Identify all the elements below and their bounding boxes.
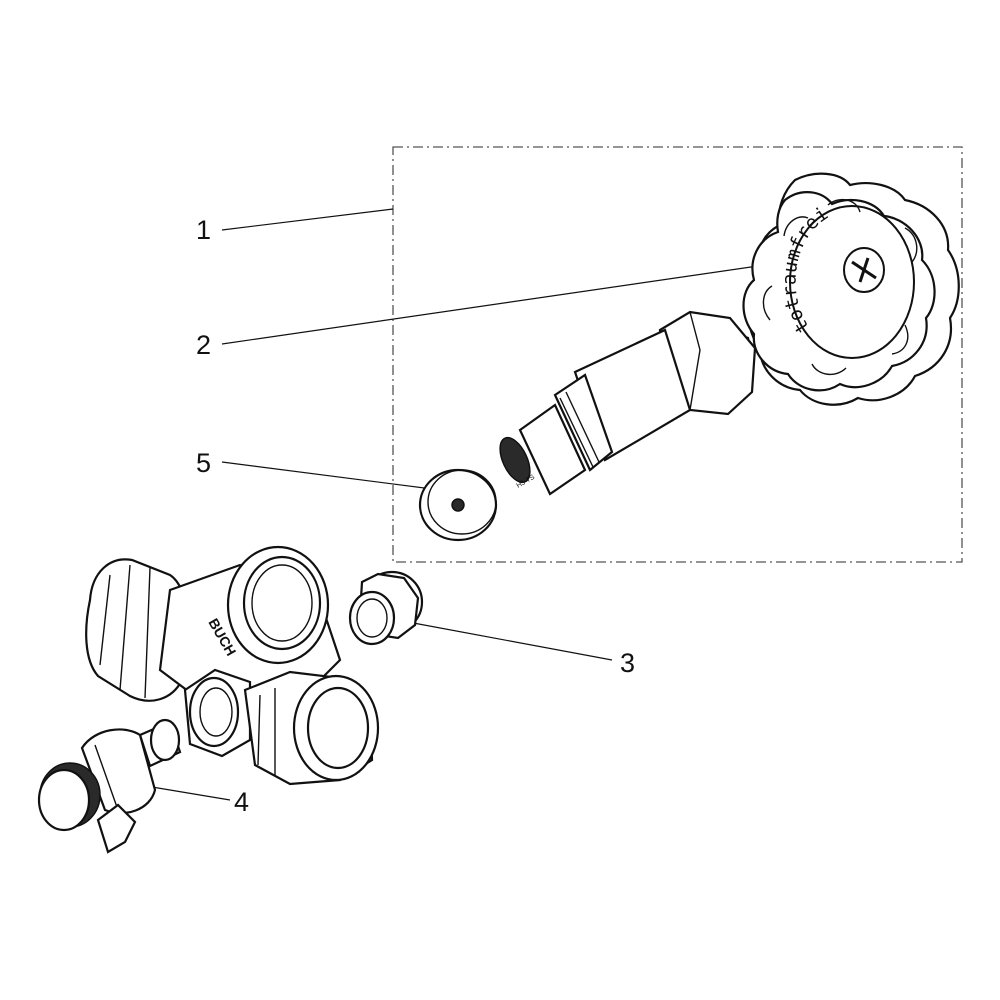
cap-cross-b <box>858 257 870 283</box>
outlet-front-small-inner <box>199 687 233 737</box>
drain-valve <box>37 718 182 854</box>
union-nut-ribs-2 <box>119 564 131 691</box>
spindle-oring <box>499 436 531 484</box>
union-nut-ribs-1 <box>99 574 111 666</box>
drain-cap-face <box>37 768 91 832</box>
handwheel-cutout-bottom <box>811 363 847 375</box>
plug <box>348 570 424 646</box>
spindle-lower <box>518 403 587 496</box>
spindle-hex-edge <box>689 311 701 411</box>
union-nut-ribs-3 <box>144 567 151 699</box>
handwheel: totraumfrei <box>742 172 960 406</box>
outlet-right-inner <box>306 686 370 770</box>
callout-1: 1 <box>196 215 211 245</box>
handwheel-cutout-top <box>827 198 861 213</box>
plug-face-inner <box>356 598 388 638</box>
callout-3: 3 <box>620 648 635 678</box>
callout-2: 2 <box>196 330 211 360</box>
leader-line-1 <box>221 208 394 231</box>
outlet-front-small-opening <box>188 676 240 748</box>
handwheel-cutout-top-left <box>783 216 809 237</box>
leader-line-2 <box>221 264 766 345</box>
spindle-upper-part: H5 TS <box>499 310 757 496</box>
callout-4: 4 <box>234 787 249 817</box>
bonnet-seat <box>251 564 313 642</box>
leader-line-3 <box>407 621 613 661</box>
callout-5: 5 <box>196 448 211 478</box>
washer-rim <box>427 469 497 535</box>
outlet-right-ribs-1 <box>257 694 261 766</box>
handwheel-cutout-right <box>904 227 918 263</box>
spindle-thread-2 <box>565 391 600 463</box>
drain-stem-end <box>149 718 181 762</box>
leader-line-5 <box>221 461 441 491</box>
drain-hose-barb <box>96 803 137 854</box>
bonnet-inner <box>242 555 322 651</box>
handwheel-cutout-left <box>762 285 773 321</box>
spindle-thread-1 <box>559 397 594 468</box>
drain-body-line <box>94 744 119 811</box>
assembly-group-boundary <box>392 146 963 563</box>
handwheel-cutout-bottom-right <box>891 324 909 355</box>
washer-hole <box>451 498 465 512</box>
valve-body: BUCH <box>85 545 380 786</box>
washer <box>418 468 498 542</box>
